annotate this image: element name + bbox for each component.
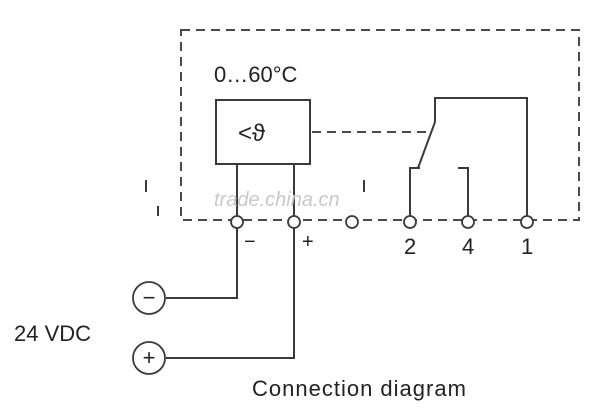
relay-contact-2-line	[409, 167, 420, 216]
terminal-plus-label: +	[302, 231, 314, 253]
supply-wire-minus	[166, 228, 238, 299]
terminal-unmarked	[345, 215, 359, 229]
supply-minus-sign: −	[143, 285, 156, 310]
supply-plus-symbol	[132, 341, 166, 375]
supply-minus-symbol	[132, 281, 166, 315]
device-enclosure	[180, 29, 580, 221]
diagram-caption: Connection diagram	[252, 376, 467, 401]
supply-voltage-label: 24 VDC	[14, 321, 91, 346]
sensor-symbol: <ϑ	[238, 120, 265, 147]
terminal-1-label: 1	[521, 234, 533, 259]
terminal-2	[403, 215, 417, 229]
supply-wire-plus	[166, 228, 295, 359]
terminal-minus-label: −	[244, 231, 256, 253]
sensor-comparator-box	[215, 99, 311, 165]
terminal-2-label: 2	[404, 234, 416, 259]
watermark: trade.china.cn	[214, 189, 340, 211]
relay-common-line	[434, 97, 528, 216]
terminal-4	[461, 215, 475, 229]
terminal-minus	[230, 215, 244, 229]
temperature-range-label: 0…60°C	[214, 62, 298, 87]
terminal-plus	[287, 215, 301, 229]
supply-plus-sign: +	[143, 345, 156, 370]
terminal-1	[520, 215, 534, 229]
relay-switch-blade	[417, 121, 436, 169]
relay-contact-4-line	[458, 167, 469, 216]
terminal-4-label: 4	[462, 234, 474, 259]
